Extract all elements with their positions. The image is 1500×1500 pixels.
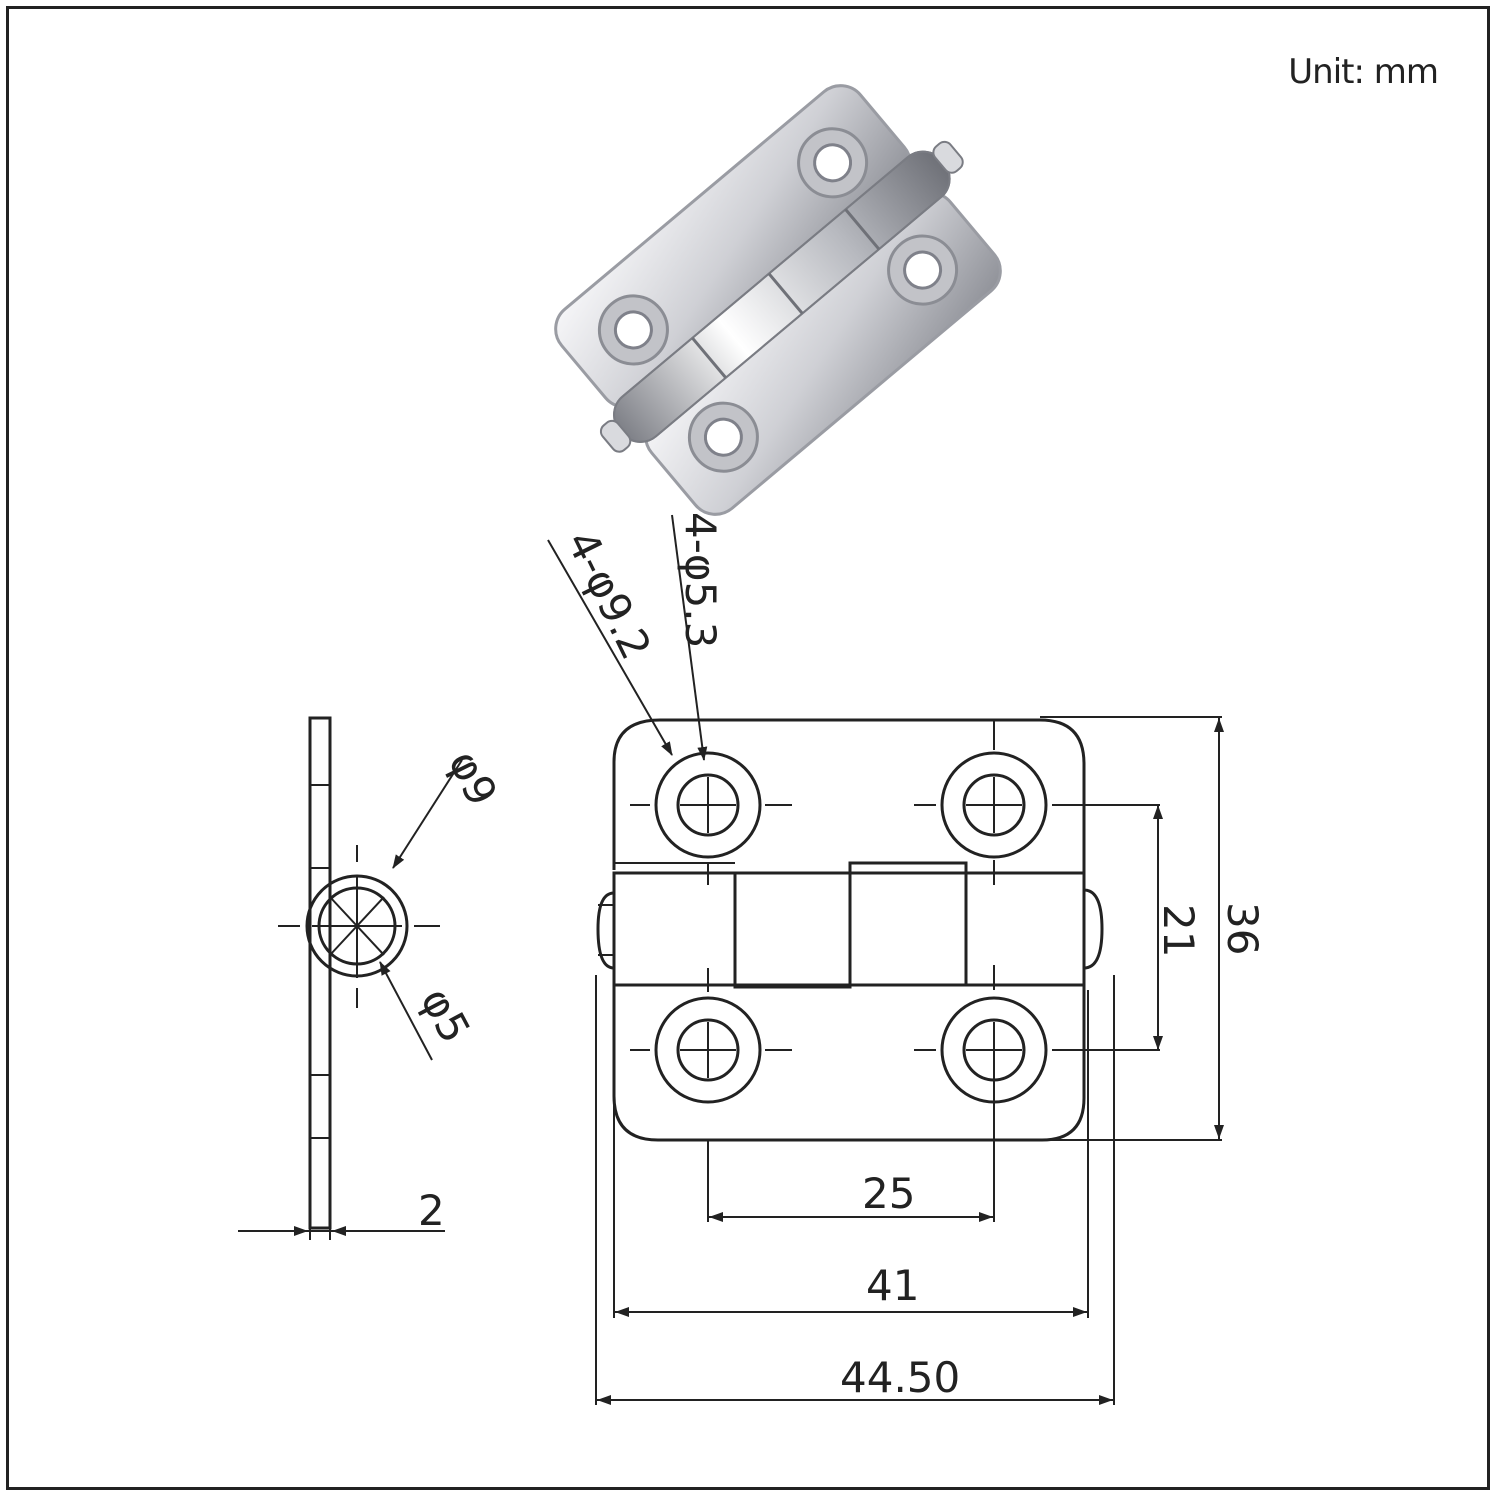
dim-pin-outer: φ9 [439, 743, 507, 813]
side-view [238, 716, 463, 1240]
hole-top-left [630, 751, 792, 859]
hole-bottom-left [630, 862, 792, 1104]
mounting-holes [630, 720, 1160, 1104]
drawing-frame [6, 6, 1490, 1490]
front-view-lower-leaf [612, 980, 1086, 1142]
hole-top-right [914, 720, 1160, 885]
side-view-leaf [308, 716, 332, 1230]
dim-hole-spacing-vertical: 21 [1154, 904, 1203, 957]
front-view-barrel [612, 871, 1086, 987]
dim-hole-spacing-horizontal: 25 [862, 1169, 915, 1218]
unit-label: Unit: mm [1288, 52, 1439, 92]
dim-holes-countersink: 4-φ9.2 [557, 523, 661, 667]
front-view-upper-leaf [612, 718, 1086, 880]
dim-holes-through: 4-φ5.3 [676, 512, 725, 648]
hinge-photo-barrel [599, 140, 964, 453]
dim-height: 36 [1218, 902, 1267, 955]
dim-width-leaf: 41 [866, 1261, 919, 1310]
dim-thickness: 2 [418, 1186, 445, 1235]
hinge-photo-holes [597, 127, 959, 473]
front-view [547, 514, 1224, 1405]
hinge-photo [554, 84, 1002, 516]
dim-width-overall: 44.50 [840, 1353, 960, 1402]
